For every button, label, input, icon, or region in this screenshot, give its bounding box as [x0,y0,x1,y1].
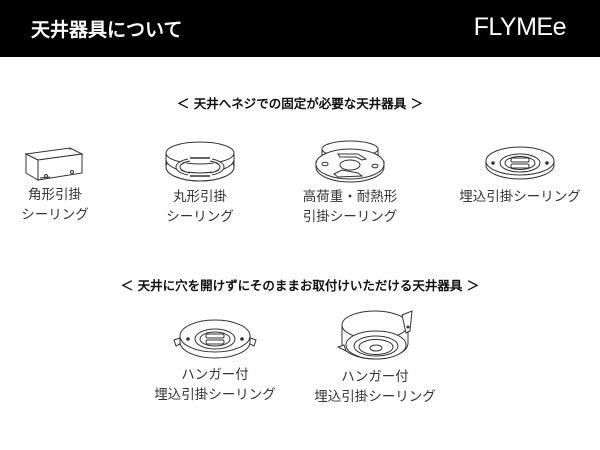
section-title-no-drilling: ＜ 天井に穴を開けずにそのままお取付けいただける天井器具 ＞ [120,278,480,293]
item-label-line2: 引掛シーリング [302,209,398,225]
item-hanger-embedded-ceiling-1: ハンガー付 埋込引掛シーリング [140,310,290,405]
item-label-line1: 埋込引掛シーリング [459,189,581,205]
item-square-hook-ceiling: 角形引掛 シーリング [5,140,105,225]
header-bar: 天井器具について FLYMEe [0,0,600,57]
item-label-line1: ハンガー付 [341,369,409,385]
item-round-hook-ceiling: 丸形引掛 シーリング [150,137,250,227]
item-label-line2: シーリング [21,207,89,223]
item-label-line1: 丸形引掛 [173,189,227,205]
item-hanger-embedded-ceiling-2: ハンガー付 埋込引掛シーリング [300,307,450,407]
square-hook-ceiling-icon [24,147,84,181]
item-heavy-duty-ceiling: 高荷重・耐熱形 引掛シーリング [295,137,405,227]
brand-logo[interactable]: FLYMEe [473,13,567,41]
item-label-line1: 角形引掛 [28,187,82,203]
section-title-screw-fixed: ＜ 天井へネジでの固定が必要な天井器具 ＞ [176,96,424,111]
item-label-line2: 埋込引掛シーリング [314,389,436,405]
item-embedded-hook-ceiling: 埋込引掛シーリング [450,137,590,207]
item-label-line1: ハンガー付 [181,367,249,383]
item-label-line1: 高荷重・耐熱形 [302,189,398,205]
page-title: 天井器具について [31,19,183,41]
item-label-line2: 埋込引掛シーリング [154,387,276,403]
item-label-line2: シーリング [166,209,234,225]
round-hook-ceiling-icon [165,141,235,182]
embedded-hook-ceiling-icon [485,146,555,180]
hanger-embedded-ceiling-flat-icon [173,319,257,359]
hanger-embedded-ceiling-deep-icon [336,310,413,360]
heavy-duty-heat-resistant-ceiling-icon [315,140,385,183]
